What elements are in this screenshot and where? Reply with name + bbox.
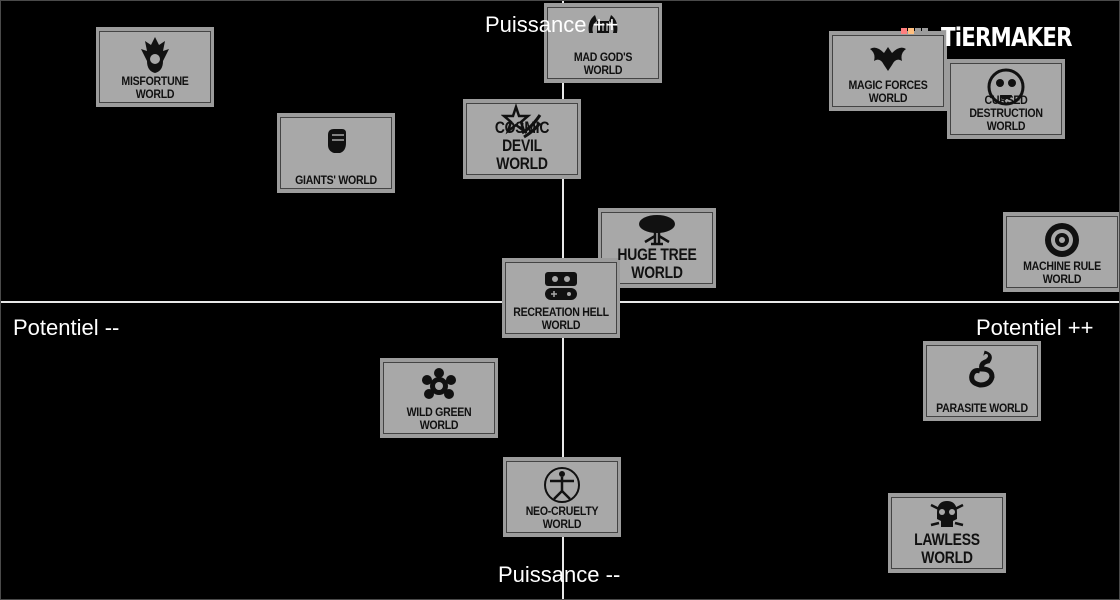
card-title: LAWLESS WORLD xyxy=(914,530,980,567)
card-neo-cruelty-world[interactable]: NEO-CRUELTY WORLD xyxy=(503,457,621,537)
logo-dot xyxy=(915,28,921,34)
shooting-star-icon xyxy=(500,103,543,143)
vitruvian-icon xyxy=(541,465,583,505)
axis-label-left: Potentiel -- xyxy=(13,315,120,340)
card-title: PARASITE WORLD xyxy=(936,401,1028,415)
gamepad-icon xyxy=(540,266,582,306)
axis-label-right: Potentiel ++ xyxy=(976,315,1094,340)
card-cursed-destruction-world[interactable]: CURSED DESTRUCTION WORLD xyxy=(947,59,1065,139)
tiermaker-logo: TiERMAKER xyxy=(901,21,1101,55)
card-mad-gods-world[interactable]: MAD GOD'S WORLD xyxy=(544,3,662,83)
bat-wing-icon xyxy=(867,39,909,79)
card-title: MISFORTUNE WORLD xyxy=(121,74,189,101)
card-title: MAD GOD'S WORLD xyxy=(573,50,633,77)
axis-label-top: Puissance ++ xyxy=(485,12,619,37)
tree-icon xyxy=(636,212,678,252)
logo-dot xyxy=(908,28,914,34)
card-magic-forces-world[interactable]: MAGIC FORCES WORLD xyxy=(829,31,947,111)
gas-mask-icon xyxy=(985,67,1027,107)
skull-icon xyxy=(926,497,968,537)
crown-flame-icon xyxy=(134,35,176,75)
card-giants-world[interactable]: GIANTS' WORLD xyxy=(277,113,395,193)
logo-dot xyxy=(901,28,907,34)
logo-text: TiERMAKER xyxy=(941,23,1072,53)
card-wild-green-world[interactable]: WILD GREEN WORLD xyxy=(380,358,498,438)
logo-dots xyxy=(901,21,929,39)
card-machine-rule-world[interactable]: MACHINE RULE WORLD xyxy=(1003,212,1119,292)
card-title: CURSED DESTRUCTION WORLD xyxy=(969,93,1043,133)
card-title: MAGIC FORCES WORLD xyxy=(848,78,928,105)
card-recreation-hell-world[interactable]: RECREATION HELL WORLD xyxy=(502,258,620,338)
card-misfortune-world[interactable]: MISFORTUNE WORLD xyxy=(96,27,214,107)
card-title: RECREATION HELL WORLD xyxy=(513,305,609,332)
card-title: NEO-CRUELTY WORLD xyxy=(525,504,599,531)
card-cosmic-devil-world[interactable]: COSMIC DEVIL WORLD xyxy=(463,99,581,179)
axis-label-bottom: Puissance -- xyxy=(498,562,621,587)
card-title: MACHINE RULE WORLD xyxy=(1023,259,1101,286)
card-huge-tree-world[interactable]: HUGE TREE WORLD xyxy=(598,208,716,288)
gear-icon xyxy=(1041,220,1083,260)
card-lawless-world[interactable]: LAWLESS WORLD xyxy=(888,493,1006,573)
card-title: COSMIC DEVIL WORLD xyxy=(494,118,550,173)
card-title: GIANTS' WORLD xyxy=(295,173,377,187)
flower-icon xyxy=(418,366,460,406)
laurel-crown-icon xyxy=(582,11,624,51)
logo-dot xyxy=(922,28,928,34)
card-title: WILD GREEN WORLD xyxy=(406,405,472,432)
card-title: HUGE TREE WORLD xyxy=(617,245,697,282)
fist-icon xyxy=(315,121,357,161)
parasite-icon xyxy=(961,349,1003,389)
card-parasite-world[interactable]: PARASITE WORLD xyxy=(923,341,1041,421)
